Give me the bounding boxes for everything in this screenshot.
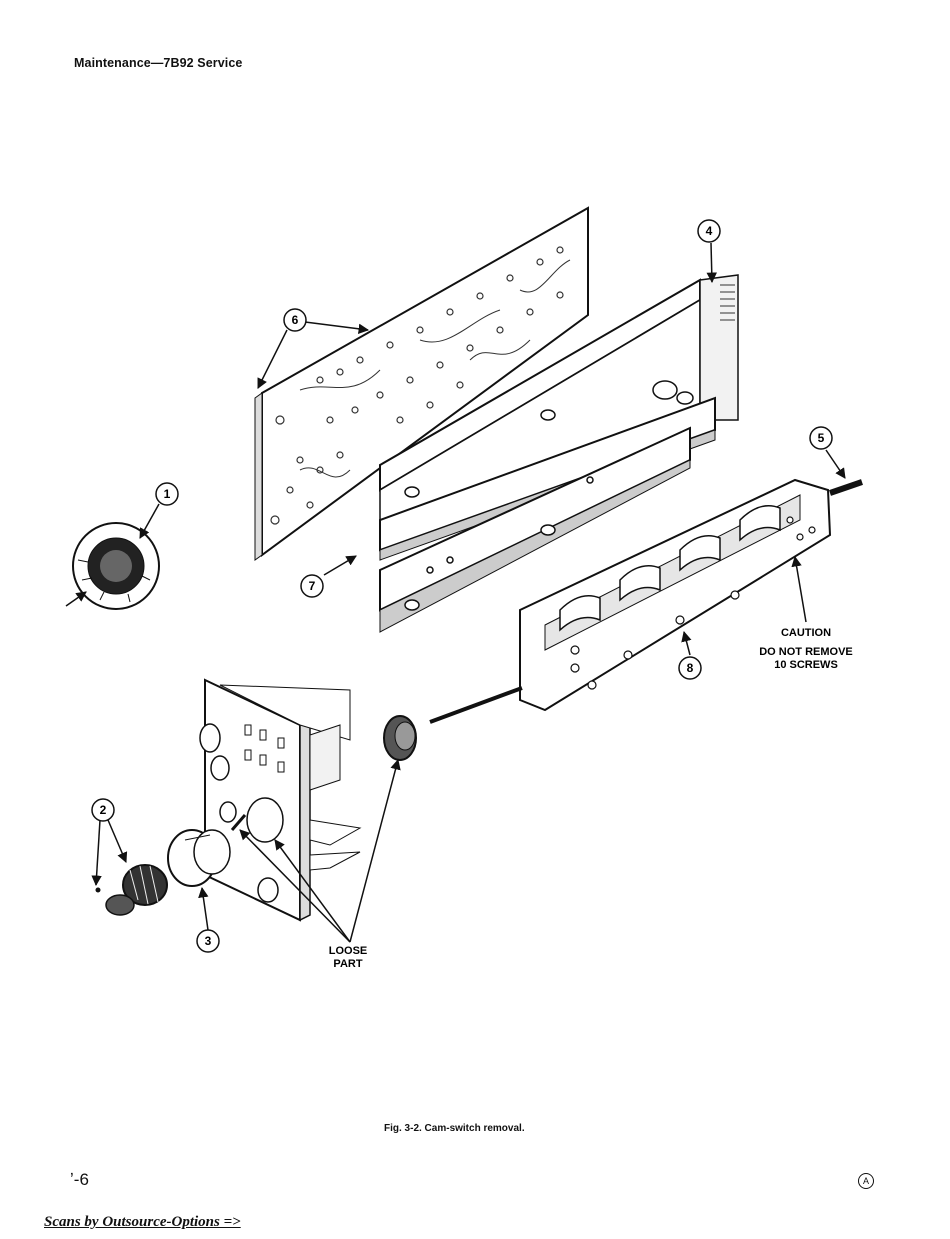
leader-2b bbox=[108, 820, 126, 862]
leader-2a bbox=[96, 820, 100, 885]
callout-6: 6 bbox=[284, 309, 306, 331]
leader-5 bbox=[826, 450, 845, 478]
figure-caption: Fig. 3-2. Cam-switch removal. bbox=[384, 1123, 525, 1134]
callout-7: 7 bbox=[301, 575, 323, 597]
revision-mark: A bbox=[858, 1173, 874, 1189]
svg-text:5: 5 bbox=[818, 431, 825, 445]
svg-text:3: 3 bbox=[205, 934, 212, 948]
caution-label: CAUTION bbox=[781, 627, 831, 639]
knob-1 bbox=[73, 523, 159, 609]
svg-text:1: 1 bbox=[164, 487, 171, 501]
leader-4 bbox=[711, 243, 712, 282]
callout-1: 1 bbox=[156, 483, 178, 505]
callout-8: 8 bbox=[679, 657, 701, 679]
page-number: ʼ-6 bbox=[70, 1170, 89, 1190]
leader-1 bbox=[140, 504, 159, 538]
do-not-remove-label: DO NOT REMOVE bbox=[759, 646, 853, 658]
leader-knob-arrow bbox=[66, 592, 86, 606]
loose-gear-part bbox=[384, 716, 416, 760]
leader-8 bbox=[684, 632, 690, 655]
callout-5: 5 bbox=[810, 427, 832, 449]
leader-caution bbox=[795, 557, 806, 622]
part-label: PART bbox=[333, 958, 362, 970]
callout-3: 3 bbox=[197, 930, 219, 952]
svg-text:8: 8 bbox=[687, 661, 694, 675]
leader-loose-c bbox=[350, 760, 398, 942]
callout-4: 4 bbox=[698, 220, 720, 242]
knob-2 bbox=[96, 865, 168, 915]
leader-3 bbox=[202, 888, 208, 930]
svg-text:4: 4 bbox=[706, 224, 713, 238]
leader-6b bbox=[305, 322, 368, 330]
loose-label: LOOSE bbox=[329, 945, 368, 957]
callout-2: 2 bbox=[92, 799, 114, 821]
front-panel bbox=[200, 680, 360, 920]
ten-screws-label: 10 SCREWS bbox=[774, 659, 838, 671]
svg-text:6: 6 bbox=[292, 313, 299, 327]
svg-text:7: 7 bbox=[309, 579, 316, 593]
scans-credit-link[interactable]: Scans by Outsource-Options => bbox=[44, 1214, 241, 1231]
leader-6a bbox=[258, 330, 287, 388]
svg-text:2: 2 bbox=[100, 803, 107, 817]
leader-7 bbox=[324, 556, 356, 575]
